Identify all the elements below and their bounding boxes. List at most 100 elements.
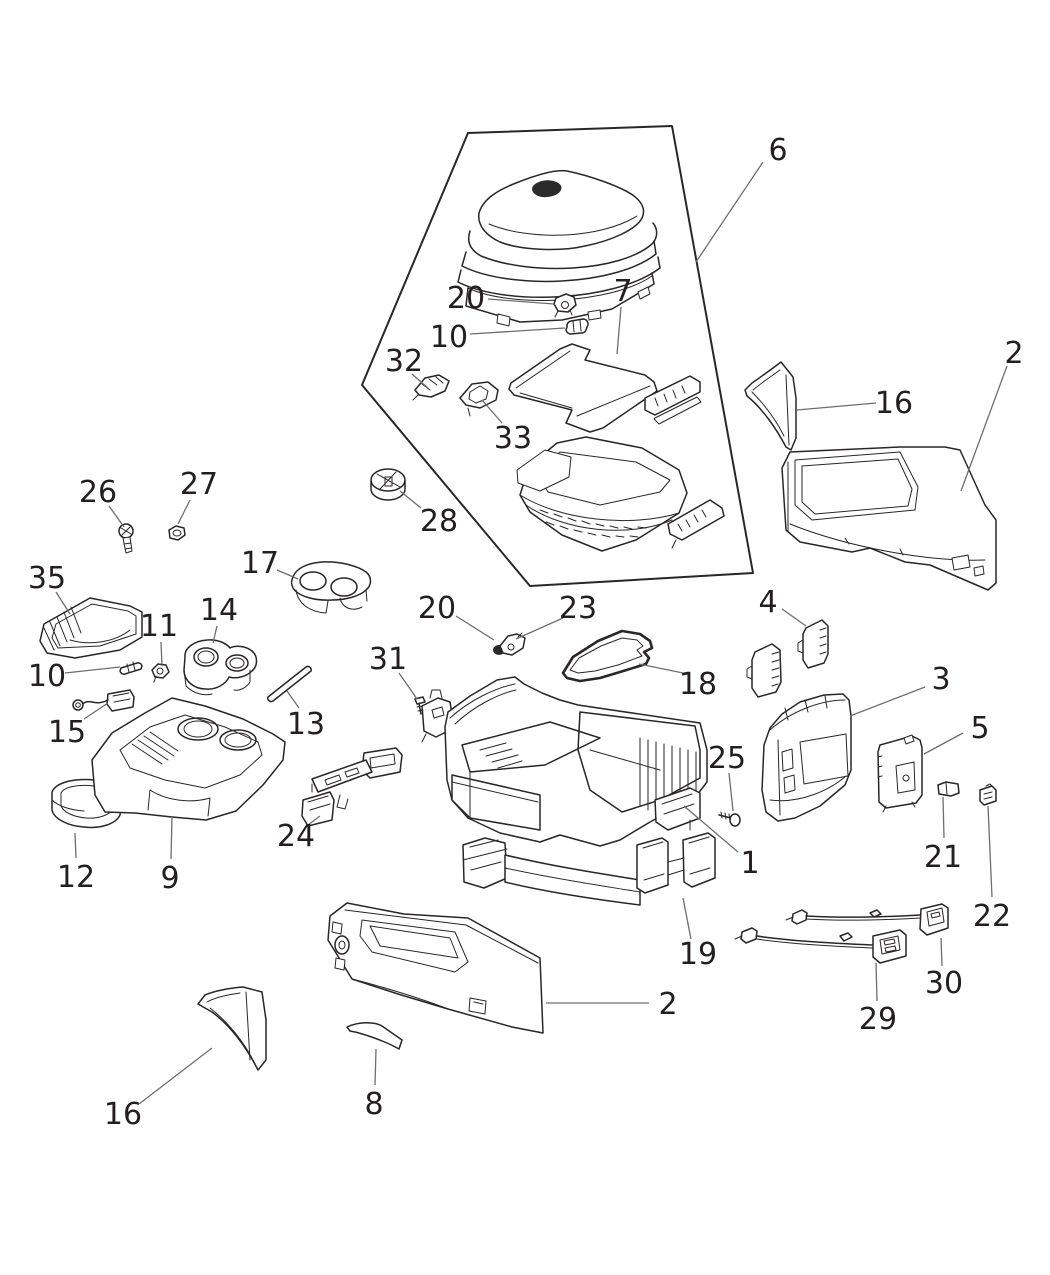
leader-line-5-24 (923, 732, 964, 755)
callout-30-37: 30 (925, 966, 963, 1001)
part-22-connector (979, 783, 997, 806)
callout-24-29: 24 (277, 819, 315, 854)
callout-2-33: 2 (658, 987, 677, 1022)
leader-line-14-11 (212, 625, 218, 644)
callout-35-9: 35 (28, 561, 66, 596)
part-2-panel-right (781, 446, 997, 591)
callout-4-22: 4 (758, 585, 777, 620)
callout-23-18: 23 (559, 591, 597, 626)
leader-line-26-7 (108, 505, 125, 528)
part-5-module (877, 734, 923, 813)
callout-8-34: 8 (364, 1087, 383, 1122)
callout-9-31: 9 (160, 861, 179, 896)
part-9-top-trim (91, 697, 286, 821)
callout-5-24: 5 (970, 711, 989, 746)
leader-line-29-36 (875, 962, 878, 1002)
callout-21-27: 21 (924, 840, 962, 875)
leader-line-10-13 (64, 666, 121, 674)
callout-16-21: 16 (875, 386, 913, 421)
part-hinge-bracket (644, 375, 702, 425)
part-28-knob (370, 468, 406, 501)
part-21-bulb (937, 781, 960, 797)
leader-line-12-30 (74, 832, 77, 859)
callout-11-12: 11 (140, 609, 178, 644)
callout-10-2: 10 (430, 320, 468, 355)
part-24-bracket (301, 747, 403, 827)
part-2-panel-left (327, 902, 544, 1034)
part-13-strip (267, 665, 312, 703)
part-17-cupholder-insert (290, 561, 372, 614)
leader-line-8-34 (374, 1048, 377, 1086)
part-20-clip-upper (553, 293, 577, 318)
leader-line-15-14 (83, 702, 109, 720)
part-16-trim-lower (197, 986, 267, 1071)
leader-line-30-37 (940, 937, 943, 967)
part-6-storage-bin (516, 436, 688, 552)
callout-27-8: 27 (180, 467, 218, 502)
leader-line-1-26 (683, 805, 739, 853)
part-11-clip (151, 663, 170, 683)
leader-line-13-15 (286, 690, 300, 709)
leader-line-31-16 (398, 672, 418, 700)
callout-22-28: 22 (973, 899, 1011, 934)
part-14-cupholder (183, 639, 258, 696)
callout-14-11: 14 (200, 593, 238, 628)
part-7-mat (508, 343, 658, 433)
leader-line-23-18 (515, 617, 564, 640)
callout-20-1: 20 (447, 281, 485, 316)
part-20-clip-middle (493, 632, 526, 656)
part-6-armrest-lid (457, 169, 661, 327)
part-26-screw (118, 523, 134, 554)
part-29-usb-harness (734, 927, 907, 964)
leader-line-28-6 (399, 490, 422, 509)
callout-7-3: 7 (613, 274, 632, 309)
leader-line-33-5 (481, 399, 503, 424)
callout-32-4: 32 (385, 344, 423, 379)
leader-line-21-27 (942, 796, 945, 839)
leader-line-7-3 (616, 306, 622, 355)
callout-25-25: 25 (708, 741, 746, 776)
callout-31-16: 31 (369, 642, 407, 677)
callout-33-5: 33 (494, 421, 532, 456)
leader-line-16-35 (138, 1047, 213, 1105)
part-8-trim-sliver (346, 1022, 403, 1050)
leader-line-22-28 (987, 805, 993, 898)
callout-18-19: 18 (679, 667, 717, 702)
leader-line-16-21 (796, 402, 877, 411)
callout-1-26: 1 (740, 846, 759, 881)
leader-line-18-19 (638, 663, 684, 674)
part-3-rear-panel (761, 693, 852, 822)
callout-10-13: 10 (28, 659, 66, 694)
part-1-console-frame (421, 676, 708, 847)
part-16-trim-upper (744, 361, 797, 451)
leader-line-19-32 (682, 897, 692, 940)
leader-line-17-10 (276, 569, 299, 580)
callout-17-10: 17 (241, 546, 279, 581)
leader-line-10-2 (469, 327, 566, 335)
leader-line-27-8 (177, 499, 191, 525)
part-4-switch-a (797, 619, 829, 669)
callout-13-15: 13 (287, 707, 325, 742)
leader-line-4-22 (781, 608, 807, 627)
leader-line-20-1 (487, 298, 555, 305)
part-31-screw (414, 696, 426, 715)
leader-line-11-12 (160, 641, 163, 667)
part-35-tray (39, 597, 143, 659)
callout-26-7: 26 (79, 475, 117, 510)
leader-line-9-31 (170, 816, 173, 860)
callout-12-30: 12 (57, 860, 95, 895)
leader-line-2-20 (960, 365, 1008, 492)
part-10-pin-left (119, 661, 143, 675)
part-15-wire (72, 689, 135, 712)
leader-line-25-25 (728, 772, 734, 812)
leader-line-35-9 (55, 591, 71, 615)
leader-line-3-23 (849, 686, 926, 717)
callout-2-20: 2 (1004, 336, 1023, 371)
callout-29-36: 29 (859, 1002, 897, 1037)
leader-line-24-29 (307, 815, 321, 826)
leader-line-6-0 (695, 161, 764, 263)
callout-15-14: 15 (48, 715, 86, 750)
